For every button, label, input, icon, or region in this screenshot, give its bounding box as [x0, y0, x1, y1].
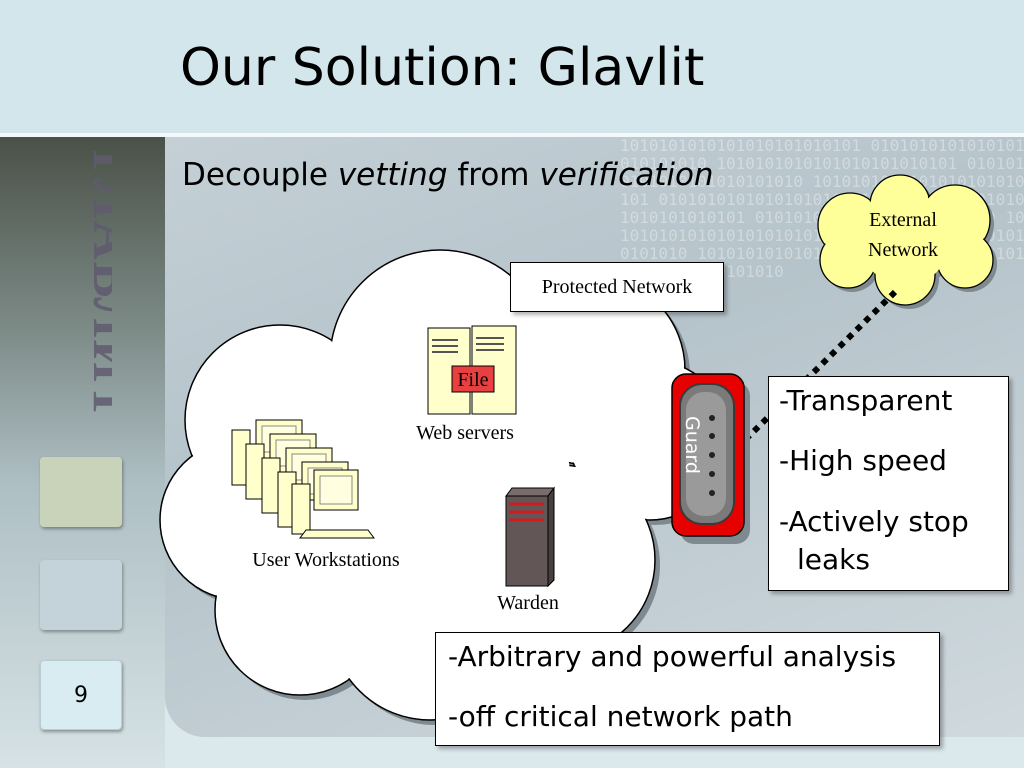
workstations-icon — [231, 419, 375, 539]
slide-header — [0, 0, 1024, 133]
external-network-line2: Network — [868, 239, 938, 261]
external-network-line1: External — [869, 209, 937, 231]
sidebar-vertical-title: ГЛАВЛИТ — [82, 150, 112, 422]
guard-property-stop-leaks-line2: leaks — [797, 543, 870, 576]
warden-label: Warden — [497, 592, 559, 614]
guard-device — [671, 373, 750, 544]
warden-properties-box: -Arbitrary and powerful analysis -off cr… — [435, 632, 940, 746]
warden-property-off-path: -off critical network path — [448, 700, 793, 733]
file-label: File — [457, 369, 488, 391]
protected-network-label-box: Protected Network — [510, 262, 724, 312]
sidebar-vertical-text: ГЛАВЛИТ — [82, 150, 112, 422]
guard-label: Guard — [681, 416, 703, 474]
guard-property-stop-leaks: -Actively stop leaks — [779, 503, 998, 579]
guard-property-transparent: -Transparent — [779, 384, 953, 417]
user-workstations-label: User Workstations — [252, 549, 400, 571]
guard-properties-box: -Transparent -High speed -Actively stop … — [768, 376, 1009, 591]
slide-title: Our Solution: Glavlit — [180, 38, 705, 98]
guard-property-stop-leaks-line1: -Actively stop — [779, 505, 969, 538]
warden-server-icon — [505, 486, 555, 588]
protected-network-label: Protected Network — [541, 275, 693, 298]
sidebar-square-blue — [40, 560, 122, 630]
sidebar-square-green — [40, 457, 122, 527]
slide-subtitle: Decouple vetting from verification — [182, 157, 714, 193]
web-servers-label: Web servers — [416, 422, 514, 444]
header-divider — [0, 133, 1024, 137]
page-number: 9 — [74, 683, 88, 708]
web-servers-icon — [427, 325, 517, 415]
warden-property-analysis: -Arbitrary and powerful analysis — [448, 640, 897, 673]
subtitle-vetting: vetting — [337, 157, 448, 193]
subtitle-part3: from — [447, 157, 540, 193]
subtitle-part1: Decouple — [182, 157, 338, 193]
guard-property-high-speed: -High speed — [779, 444, 947, 477]
subtitle-verification: verification — [539, 157, 714, 193]
page-number-box: 9 — [40, 660, 122, 730]
